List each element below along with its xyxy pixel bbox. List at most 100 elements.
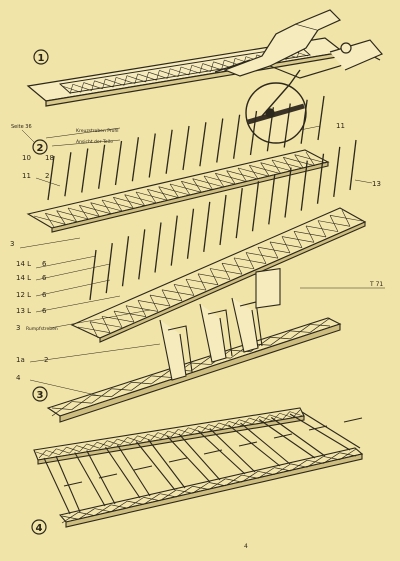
vertical-post bbox=[182, 125, 190, 171]
lattice-strut bbox=[79, 443, 87, 452]
lower-girder-lattice bbox=[77, 209, 363, 339]
vertical-post bbox=[121, 236, 130, 287]
lattice-strut bbox=[149, 294, 159, 312]
vertical-post bbox=[249, 110, 258, 156]
vertical-post bbox=[216, 118, 224, 163]
label-bottom-3: 3 bbox=[16, 324, 20, 332]
vertical-post bbox=[316, 153, 325, 204]
lattice-strut bbox=[188, 65, 193, 76]
vertical-post bbox=[232, 114, 241, 159]
lattice-strut bbox=[161, 289, 171, 307]
vertical-post bbox=[89, 249, 97, 301]
step2-leaders bbox=[19, 125, 385, 329]
lattice-strut bbox=[134, 73, 139, 84]
label-part-3: 3 bbox=[10, 240, 14, 248]
support-bracket bbox=[133, 465, 153, 471]
label-part-11: 11 bbox=[22, 172, 31, 180]
lattice-strut bbox=[59, 446, 67, 455]
lattice-strut bbox=[215, 173, 225, 188]
step3-leaders bbox=[29, 343, 161, 397]
label-part-13b-count: 6 bbox=[42, 307, 47, 315]
lattice-strut bbox=[282, 411, 291, 420]
lattice-strut bbox=[45, 213, 55, 228]
support-leg bbox=[270, 417, 326, 457]
truss-strut bbox=[151, 369, 172, 385]
lattice-strut bbox=[281, 236, 291, 254]
truss-strut bbox=[159, 489, 177, 501]
truss-strut bbox=[176, 485, 193, 498]
truss-strut bbox=[61, 511, 79, 524]
truss-strut bbox=[339, 448, 357, 461]
lattice-strut bbox=[249, 165, 259, 180]
lattice-strut bbox=[209, 268, 219, 285]
support-leg bbox=[74, 452, 106, 507]
lattice-strut bbox=[90, 202, 100, 217]
lattice-strut bbox=[252, 416, 260, 425]
label-part-11b: 11 bbox=[336, 122, 345, 130]
lattice-strut bbox=[226, 170, 236, 185]
vertical-post bbox=[268, 174, 276, 225]
lattice-strut bbox=[341, 209, 351, 227]
step1-magnifier bbox=[245, 69, 307, 144]
truss-strut bbox=[309, 317, 331, 333]
lattice-strut bbox=[233, 257, 243, 275]
label-part-13b: 13 L bbox=[16, 307, 31, 315]
lattice-strut bbox=[180, 427, 189, 436]
lattice-strut bbox=[69, 84, 74, 95]
label-part-2: 2 bbox=[45, 172, 49, 180]
label-part-12-count: 6 bbox=[42, 291, 47, 299]
lattice-strut bbox=[109, 438, 118, 447]
lattice-strut bbox=[145, 72, 149, 82]
truss-strut bbox=[51, 401, 73, 417]
truss-strut bbox=[110, 500, 128, 513]
lattice-strut bbox=[231, 419, 240, 428]
lattice-strut bbox=[293, 231, 303, 248]
lattice-strut bbox=[156, 70, 160, 81]
label-seite: Seite 36 bbox=[11, 124, 32, 130]
lattice-strut bbox=[257, 247, 267, 264]
lattice-strut bbox=[211, 422, 219, 431]
lattice-strut bbox=[137, 300, 147, 317]
label-t71: T 71 bbox=[369, 281, 383, 288]
lattice-strut bbox=[89, 442, 98, 451]
support-bracket bbox=[238, 441, 258, 447]
label-part-18: 18 bbox=[45, 154, 54, 162]
lattice-strut bbox=[271, 159, 281, 174]
truss-strut bbox=[306, 456, 324, 468]
lattice-strut bbox=[317, 220, 327, 238]
lattice-strut bbox=[191, 425, 199, 434]
upper-girder-posts bbox=[47, 95, 325, 201]
truss-strut bbox=[71, 394, 92, 410]
truss-strut bbox=[208, 478, 226, 490]
support-leg bbox=[289, 413, 351, 451]
vertical-post bbox=[165, 129, 173, 174]
lattice-strut bbox=[113, 197, 123, 212]
support-leg bbox=[105, 446, 141, 499]
truss-strut bbox=[323, 452, 340, 464]
label-part-14b-count: 6 bbox=[42, 274, 47, 282]
lattice-strut bbox=[269, 241, 279, 259]
support-leg bbox=[228, 424, 281, 467]
step4-bridge-lattice bbox=[35, 409, 304, 459]
lattice-strut bbox=[79, 205, 89, 220]
label-part-1a: 1a bbox=[16, 356, 25, 364]
lattice-strut bbox=[199, 63, 203, 74]
lattice-strut bbox=[221, 60, 225, 70]
truss-strut bbox=[111, 382, 132, 397]
lower-girder-posts bbox=[89, 139, 357, 301]
vertical-post bbox=[97, 144, 106, 189]
lattice-strut bbox=[262, 414, 270, 423]
lattice-strut bbox=[305, 151, 315, 166]
lattice-strut bbox=[147, 189, 157, 204]
step3-number: 3 bbox=[37, 390, 44, 401]
lattice-strut bbox=[130, 435, 138, 444]
vertical-post bbox=[251, 181, 260, 232]
support-leg bbox=[166, 435, 211, 483]
vertical-post bbox=[300, 99, 308, 144]
support-bracket bbox=[308, 425, 328, 431]
vertical-post bbox=[235, 188, 243, 239]
lattice-strut bbox=[221, 421, 230, 430]
vertical-post bbox=[170, 215, 178, 266]
lattice-strut bbox=[260, 162, 270, 177]
